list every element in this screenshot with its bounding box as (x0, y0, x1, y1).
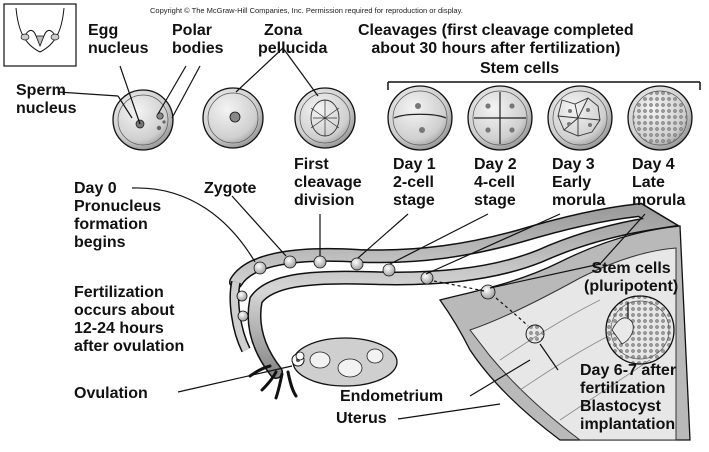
label-line: 12-24 hours (74, 320, 164, 337)
label-line: Cleavages (first cleavage completed (358, 22, 634, 39)
uterine-tube (229, 202, 681, 379)
label-line: division (294, 192, 355, 209)
label-line: Stem cells (591, 260, 671, 277)
label-line: Early (552, 174, 592, 191)
label-line: begins (74, 234, 126, 251)
label-line: Day 2 (474, 156, 517, 173)
fimbriae (248, 364, 298, 400)
first-cleavage-cell (294, 87, 356, 149)
late-morula (627, 85, 693, 151)
label-day3: Day 3 Early morula (552, 156, 605, 210)
label-line: occurs about (74, 302, 175, 319)
label-line: Egg (88, 22, 119, 39)
label-endometrium: Endometrium (340, 388, 444, 405)
label-line: stage (474, 192, 516, 209)
stem-cells-bracket (387, 81, 701, 90)
label-line: Blastocyst (580, 398, 661, 415)
copyright-notice: Copyright © The McGraw-Hill Companies, I… (150, 6, 463, 15)
label-line: morula (552, 192, 606, 209)
label-line: (pluripotent) (584, 278, 679, 295)
label-stem-cells-top: Stem cells (480, 60, 560, 77)
label-line: 4-cell (474, 174, 515, 191)
label-ovulation: Ovulation (74, 385, 148, 402)
ovary (291, 337, 398, 387)
label-day4: Day 4 Late morula (632, 156, 685, 210)
two-cell-stage (387, 85, 453, 151)
label-line: pellucida (258, 40, 328, 57)
label-day1: Day 1 2-cell stage (393, 156, 436, 210)
label-sperm-nucleus: Sperm nucleus (16, 82, 76, 118)
label-line: nucleus (16, 100, 77, 117)
label-uterus: Uterus (336, 410, 387, 427)
label-line: Zona (264, 22, 303, 39)
label-polar-bodies: Polar bodies (172, 22, 224, 58)
label-line: Polar (172, 22, 213, 39)
leader-lines (57, 47, 646, 420)
label-line: Day 0 (74, 180, 117, 197)
label-line: First (294, 156, 329, 173)
label-line: cleavage (294, 174, 362, 191)
label-line: Late (632, 174, 665, 191)
label-line: Day 1 (393, 156, 436, 173)
label-line: Day 3 (552, 156, 595, 173)
early-morula (547, 85, 613, 151)
uterus-wall (438, 225, 691, 441)
fertilized-egg-cell (202, 87, 264, 149)
label-line: Fertilization (74, 284, 164, 301)
label-day0: Day 0 Pronucleus formation begins (74, 180, 161, 252)
label-line: nucleus (88, 40, 149, 57)
label-line: bodies (172, 40, 224, 57)
label-line: Pronucleus (74, 198, 162, 215)
label-line: stage (393, 192, 435, 209)
label-stem-cells-pluripotent: Stem cells (pluripotent) (584, 260, 678, 296)
reproductive-tract-inset (3, 3, 77, 67)
label-line: about 30 hours after fertilization) (371, 40, 621, 57)
label-day67: Day 6-7 after fertilization Blastocyst i… (580, 362, 676, 434)
label-line: fertilization (580, 380, 666, 397)
egg-cell (112, 89, 174, 151)
four-cell-stage (467, 85, 533, 151)
label-first-cleavage: First cleavage division (294, 156, 362, 210)
label-line: formation (74, 216, 148, 233)
label-line: Day 4 (632, 156, 675, 173)
label-line: Day 6-7 after (580, 362, 677, 379)
label-day2: Day 2 4-cell stage (474, 156, 517, 210)
label-line: after ovulation (74, 338, 185, 355)
label-zona-pellucida: Zona pellucida (258, 22, 327, 58)
label-line: morula (632, 192, 686, 209)
blastocyst (605, 295, 675, 365)
label-line: 2-cell (393, 174, 434, 191)
label-line: implantation (580, 416, 676, 433)
embryos-along-tube (236, 255, 545, 361)
label-zygote: Zygote (204, 180, 257, 197)
label-cleavages: Cleavages (first cleavage completed abou… (358, 22, 634, 58)
label-egg-nucleus: Egg nucleus (88, 22, 148, 58)
label-fertilization: Fertilization occurs about 12-24 hours a… (74, 284, 184, 356)
label-line: Sperm (16, 82, 66, 99)
